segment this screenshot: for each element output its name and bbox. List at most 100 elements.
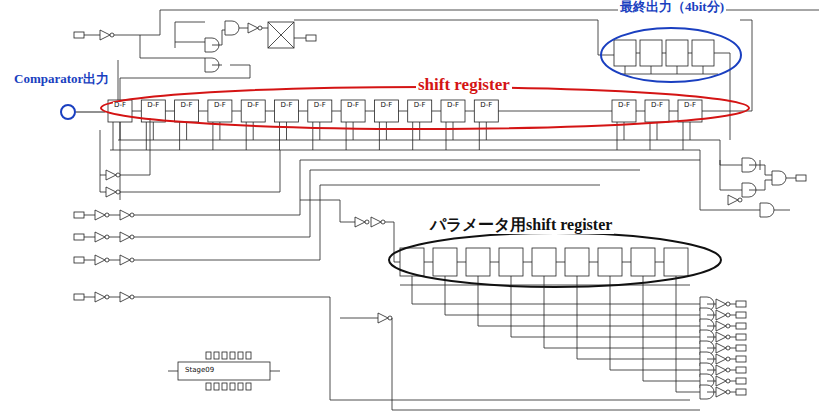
wire bbox=[707, 392, 716, 393]
flip-flop bbox=[645, 100, 669, 122]
flip-flop bbox=[474, 100, 498, 122]
inverter-bubble bbox=[110, 33, 114, 37]
wire bbox=[268, 22, 294, 48]
flip-flop bbox=[664, 248, 688, 276]
wire bbox=[120, 175, 150, 176]
inverter-bubble bbox=[258, 26, 262, 30]
wire bbox=[150, 118, 151, 175]
inverter-bubble bbox=[726, 302, 730, 306]
wire bbox=[232, 111, 241, 112]
flip-flop bbox=[598, 248, 622, 276]
wire bbox=[622, 262, 631, 263]
wire bbox=[160, 160, 700, 215]
wire bbox=[465, 111, 474, 112]
wire bbox=[786, 178, 796, 179]
wire bbox=[300, 200, 340, 222]
wire bbox=[445, 276, 700, 315]
inverter-symbol bbox=[120, 255, 130, 265]
wire bbox=[490, 262, 499, 263]
inverter-bubble bbox=[116, 173, 120, 177]
wire bbox=[657, 122, 658, 140]
and-gate bbox=[772, 171, 786, 185]
inverter-bubble bbox=[388, 316, 392, 320]
inverter-symbol bbox=[716, 310, 726, 320]
wire bbox=[707, 381, 716, 382]
wire bbox=[190, 297, 690, 400]
wire bbox=[498, 111, 612, 112]
wire bbox=[114, 35, 160, 36]
wire bbox=[365, 111, 374, 112]
io-pin bbox=[736, 323, 746, 329]
io-pin bbox=[736, 345, 746, 351]
io-pin bbox=[230, 383, 235, 390]
flip-flop-label: D-F bbox=[313, 102, 327, 109]
flip-flop-label: D-F bbox=[113, 102, 127, 109]
wire bbox=[134, 237, 170, 238]
flip-flop-label: D-F bbox=[180, 102, 194, 109]
flip-flop-label: D-F bbox=[479, 102, 493, 109]
flip-flop-label: D-F bbox=[650, 102, 664, 109]
io-pin bbox=[736, 389, 746, 395]
wire bbox=[556, 262, 565, 263]
wire bbox=[707, 348, 716, 349]
wire bbox=[165, 111, 174, 112]
wire bbox=[669, 111, 678, 112]
io-pin bbox=[214, 352, 219, 359]
flip-flop bbox=[612, 100, 636, 122]
inverter-symbol bbox=[248, 23, 258, 33]
inverter-symbol bbox=[728, 195, 738, 205]
wire bbox=[186, 122, 187, 140]
inverter-bubble bbox=[105, 258, 109, 262]
wire bbox=[222, 30, 225, 45]
flip-flop bbox=[666, 40, 688, 66]
wire bbox=[707, 326, 716, 327]
wire bbox=[707, 315, 716, 316]
wire bbox=[479, 122, 480, 150]
wire bbox=[346, 122, 347, 150]
inverter-symbol bbox=[355, 217, 365, 227]
wire bbox=[134, 260, 180, 261]
wire bbox=[150, 150, 280, 192]
wire bbox=[707, 359, 716, 360]
wire bbox=[312, 122, 313, 150]
wire bbox=[625, 66, 626, 74]
wire bbox=[286, 122, 287, 140]
outline-ellipse bbox=[389, 233, 721, 287]
wire bbox=[340, 318, 378, 319]
inverter-bubble bbox=[726, 335, 730, 339]
group-title: Comparator出力 bbox=[12, 72, 111, 87]
flip-flop bbox=[175, 100, 199, 122]
flip-flop-label: D-F bbox=[280, 102, 294, 109]
wire bbox=[662, 53, 666, 54]
wire bbox=[683, 122, 684, 150]
wire bbox=[262, 28, 268, 29]
wire bbox=[353, 122, 354, 140]
connector-line bbox=[76, 112, 105, 113]
io-pin bbox=[238, 352, 243, 359]
wire bbox=[120, 65, 250, 200]
wire bbox=[617, 122, 618, 150]
wire bbox=[398, 111, 407, 112]
io-pin bbox=[736, 301, 746, 307]
io-pin bbox=[74, 32, 84, 38]
io-pin bbox=[74, 294, 84, 300]
wire bbox=[714, 53, 730, 54]
inverter-bubble bbox=[365, 220, 369, 224]
inverter-symbol bbox=[95, 255, 105, 265]
inverter-symbol bbox=[95, 232, 105, 242]
wire bbox=[84, 260, 95, 261]
wire bbox=[707, 304, 716, 305]
wire bbox=[84, 297, 95, 298]
component-name: Stage09 bbox=[184, 367, 215, 374]
inverter-bubble bbox=[726, 390, 730, 394]
wire bbox=[109, 297, 120, 298]
io-pin bbox=[222, 352, 227, 359]
wire bbox=[700, 150, 760, 210]
io-pin bbox=[736, 334, 746, 340]
wire bbox=[720, 160, 742, 190]
wire bbox=[270, 371, 280, 372]
outline bbox=[388, 232, 722, 288]
flip-flop-label: D-F bbox=[617, 102, 631, 109]
inverter-symbol bbox=[120, 232, 130, 242]
inverter-bubble bbox=[726, 324, 730, 328]
